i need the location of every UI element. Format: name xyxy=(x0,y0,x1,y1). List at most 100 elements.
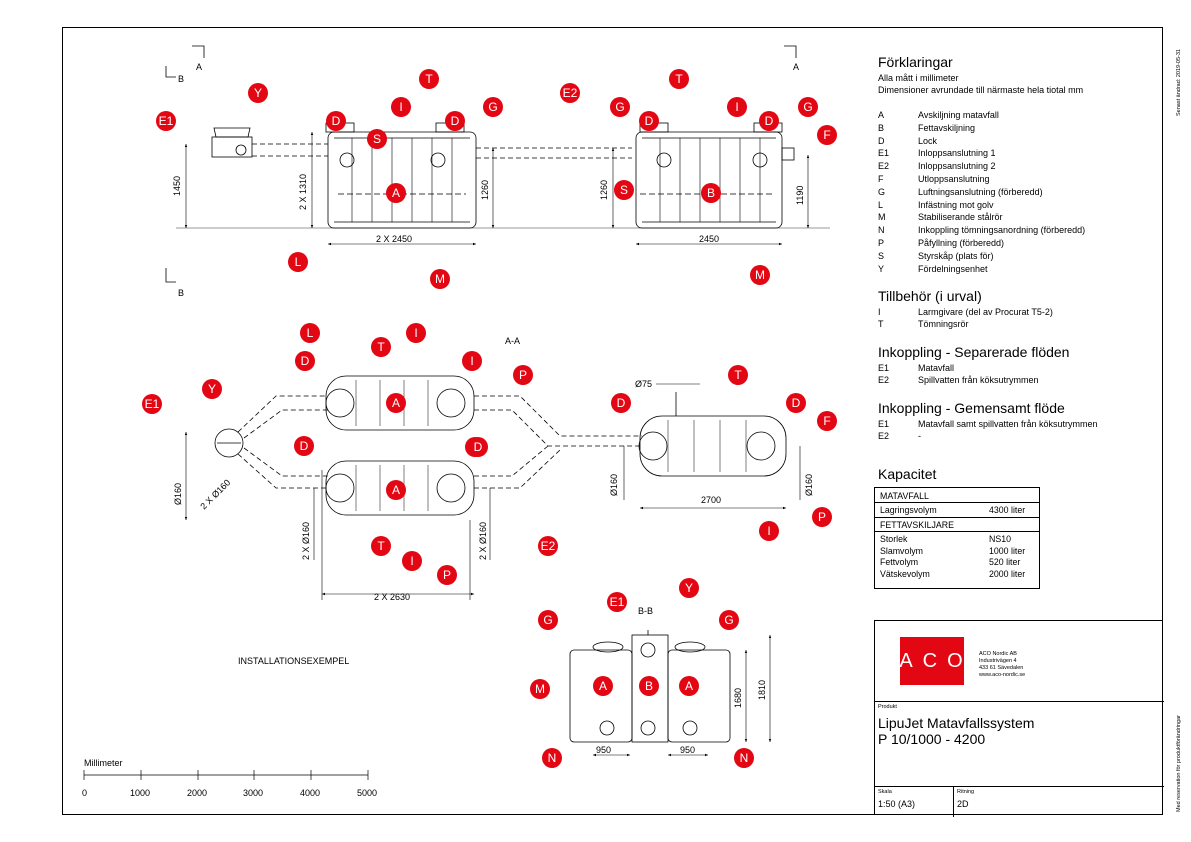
callout-balloon: E1 xyxy=(607,592,627,612)
plan-view xyxy=(214,375,787,516)
callout-label: G xyxy=(724,613,733,627)
callout-label: D xyxy=(645,114,654,128)
dim-len-plan-single: 2700 xyxy=(701,495,721,505)
grease-row: Storlek NS10 xyxy=(880,534,1011,544)
callout-circle xyxy=(371,337,391,357)
callout-balloon: A xyxy=(679,676,699,696)
callout-circle xyxy=(679,676,699,696)
callout-balloon: D xyxy=(445,111,465,131)
callout-circle xyxy=(437,565,457,585)
callout-circle xyxy=(468,437,488,457)
callout-label: D xyxy=(765,114,774,128)
callout-label: I xyxy=(410,554,413,568)
legend-text: Luftningsanslutning (förberedd) xyxy=(918,186,1043,197)
callout-balloon: G xyxy=(798,97,818,117)
grease-row-value: 1000 liter xyxy=(989,545,1026,556)
callout-label: P xyxy=(443,568,451,582)
callout-circle xyxy=(386,393,406,413)
scale-label: Skala xyxy=(878,789,892,795)
legend-key: E1 xyxy=(878,148,890,159)
callout-circle xyxy=(614,180,634,200)
callout-circle xyxy=(669,69,689,89)
callout-balloon: F xyxy=(817,125,837,145)
callout-label: M xyxy=(535,682,545,696)
callout-circle xyxy=(639,111,659,131)
legend-key: B xyxy=(878,122,885,133)
legend-text: Påfyllning (förberedd) xyxy=(918,238,1005,248)
legend-text: - xyxy=(918,430,921,441)
callout-balloon: T xyxy=(669,69,689,89)
grease-row-label: Vätskevolym xyxy=(880,568,930,579)
callout-circle xyxy=(798,97,818,117)
grease-row-label: Storlek xyxy=(880,534,908,544)
callout-balloon: F xyxy=(817,411,837,431)
callout-circle xyxy=(430,269,450,289)
legend-text: Lock xyxy=(918,135,938,146)
food-header: MATAVFALL xyxy=(880,491,929,501)
callout-label: N xyxy=(740,751,749,765)
callout-balloon: D xyxy=(786,393,806,413)
callout-circle xyxy=(759,111,779,131)
company-area: ACO ACO Nordic AB Industrivägen 4 433 61… xyxy=(875,621,1164,702)
callout-balloon: Y xyxy=(679,578,699,598)
callout-balloon: D xyxy=(611,393,631,413)
grease-row: Vätskevolym 2000 liter xyxy=(880,569,1025,579)
scalebar-tick-3: 3000 xyxy=(243,788,263,798)
callout-balloon: D xyxy=(468,437,488,457)
callout-circle xyxy=(560,83,580,103)
callout-circle xyxy=(610,97,630,117)
callout-circle xyxy=(248,83,268,103)
callout-circle xyxy=(538,610,558,630)
callout-balloon: M xyxy=(430,269,450,289)
legend-list-row: G Luftningsanslutning (förberedd) xyxy=(878,187,1043,197)
legend-note-2: Dimensioner avrundade till närmaste hela… xyxy=(878,85,1084,95)
callout-label: A xyxy=(392,396,400,410)
dim-d160-pair-1: 2 X Ø160 xyxy=(301,522,311,560)
legend-key: E2 xyxy=(878,374,890,385)
legend-text: Fettavskiljning xyxy=(918,122,976,133)
callout-label: D xyxy=(617,396,626,410)
grease-row-value: NS10 xyxy=(989,534,1012,544)
callout-balloon: T xyxy=(371,337,391,357)
capacity-box: MATAVFALL Lagringsvolym 4300 liter FETTA… xyxy=(874,487,1040,589)
legend-key: G xyxy=(878,186,886,197)
scale-value: 1:50 (A3) xyxy=(878,799,916,809)
legend-key: T xyxy=(878,318,884,329)
callout-balloon: S xyxy=(367,129,387,149)
callout-circle xyxy=(483,97,503,117)
legend-key: I xyxy=(878,307,881,317)
scalebar-tick-5: 5000 xyxy=(357,788,377,798)
grease-row-value: 520 liter xyxy=(989,557,1021,567)
food-row-value: 4300 liter xyxy=(989,505,1026,515)
callout-circle xyxy=(817,125,837,145)
grease-row-value: 2000 liter xyxy=(989,568,1026,579)
callout-balloon: Y xyxy=(248,83,268,103)
callout-label: D xyxy=(474,440,483,454)
callout-circle xyxy=(391,97,411,117)
legend-key: E1 xyxy=(878,419,890,429)
callout-balloon: I xyxy=(727,97,747,117)
product-model: P 10/1000 - 4200 xyxy=(878,731,986,747)
separate-title: Inkoppling - Separerade flöden xyxy=(878,344,1070,360)
callout-balloon: I xyxy=(406,323,426,343)
callout-balloon: A xyxy=(386,393,406,413)
dim-top-height: 1450 xyxy=(172,176,182,196)
callout-circle xyxy=(300,323,320,343)
callout-circle xyxy=(402,551,422,571)
callout-balloon: I xyxy=(759,521,779,541)
callout-balloon: P xyxy=(812,507,832,527)
callout-label: M xyxy=(755,268,765,282)
aco-logo: ACO xyxy=(899,637,964,685)
callout-balloon: L xyxy=(300,323,320,343)
callout-circle xyxy=(156,111,176,131)
installation-label: INSTALLATIONSEXEMPEL xyxy=(238,656,349,666)
scalebar-tick-4: 4000 xyxy=(300,788,320,798)
section-a-label-right: A xyxy=(793,62,799,72)
dim-bb-h1: 1680 xyxy=(733,688,743,708)
callout-circle xyxy=(326,111,346,131)
dim-inlet-height-2: 1260 xyxy=(599,180,609,200)
